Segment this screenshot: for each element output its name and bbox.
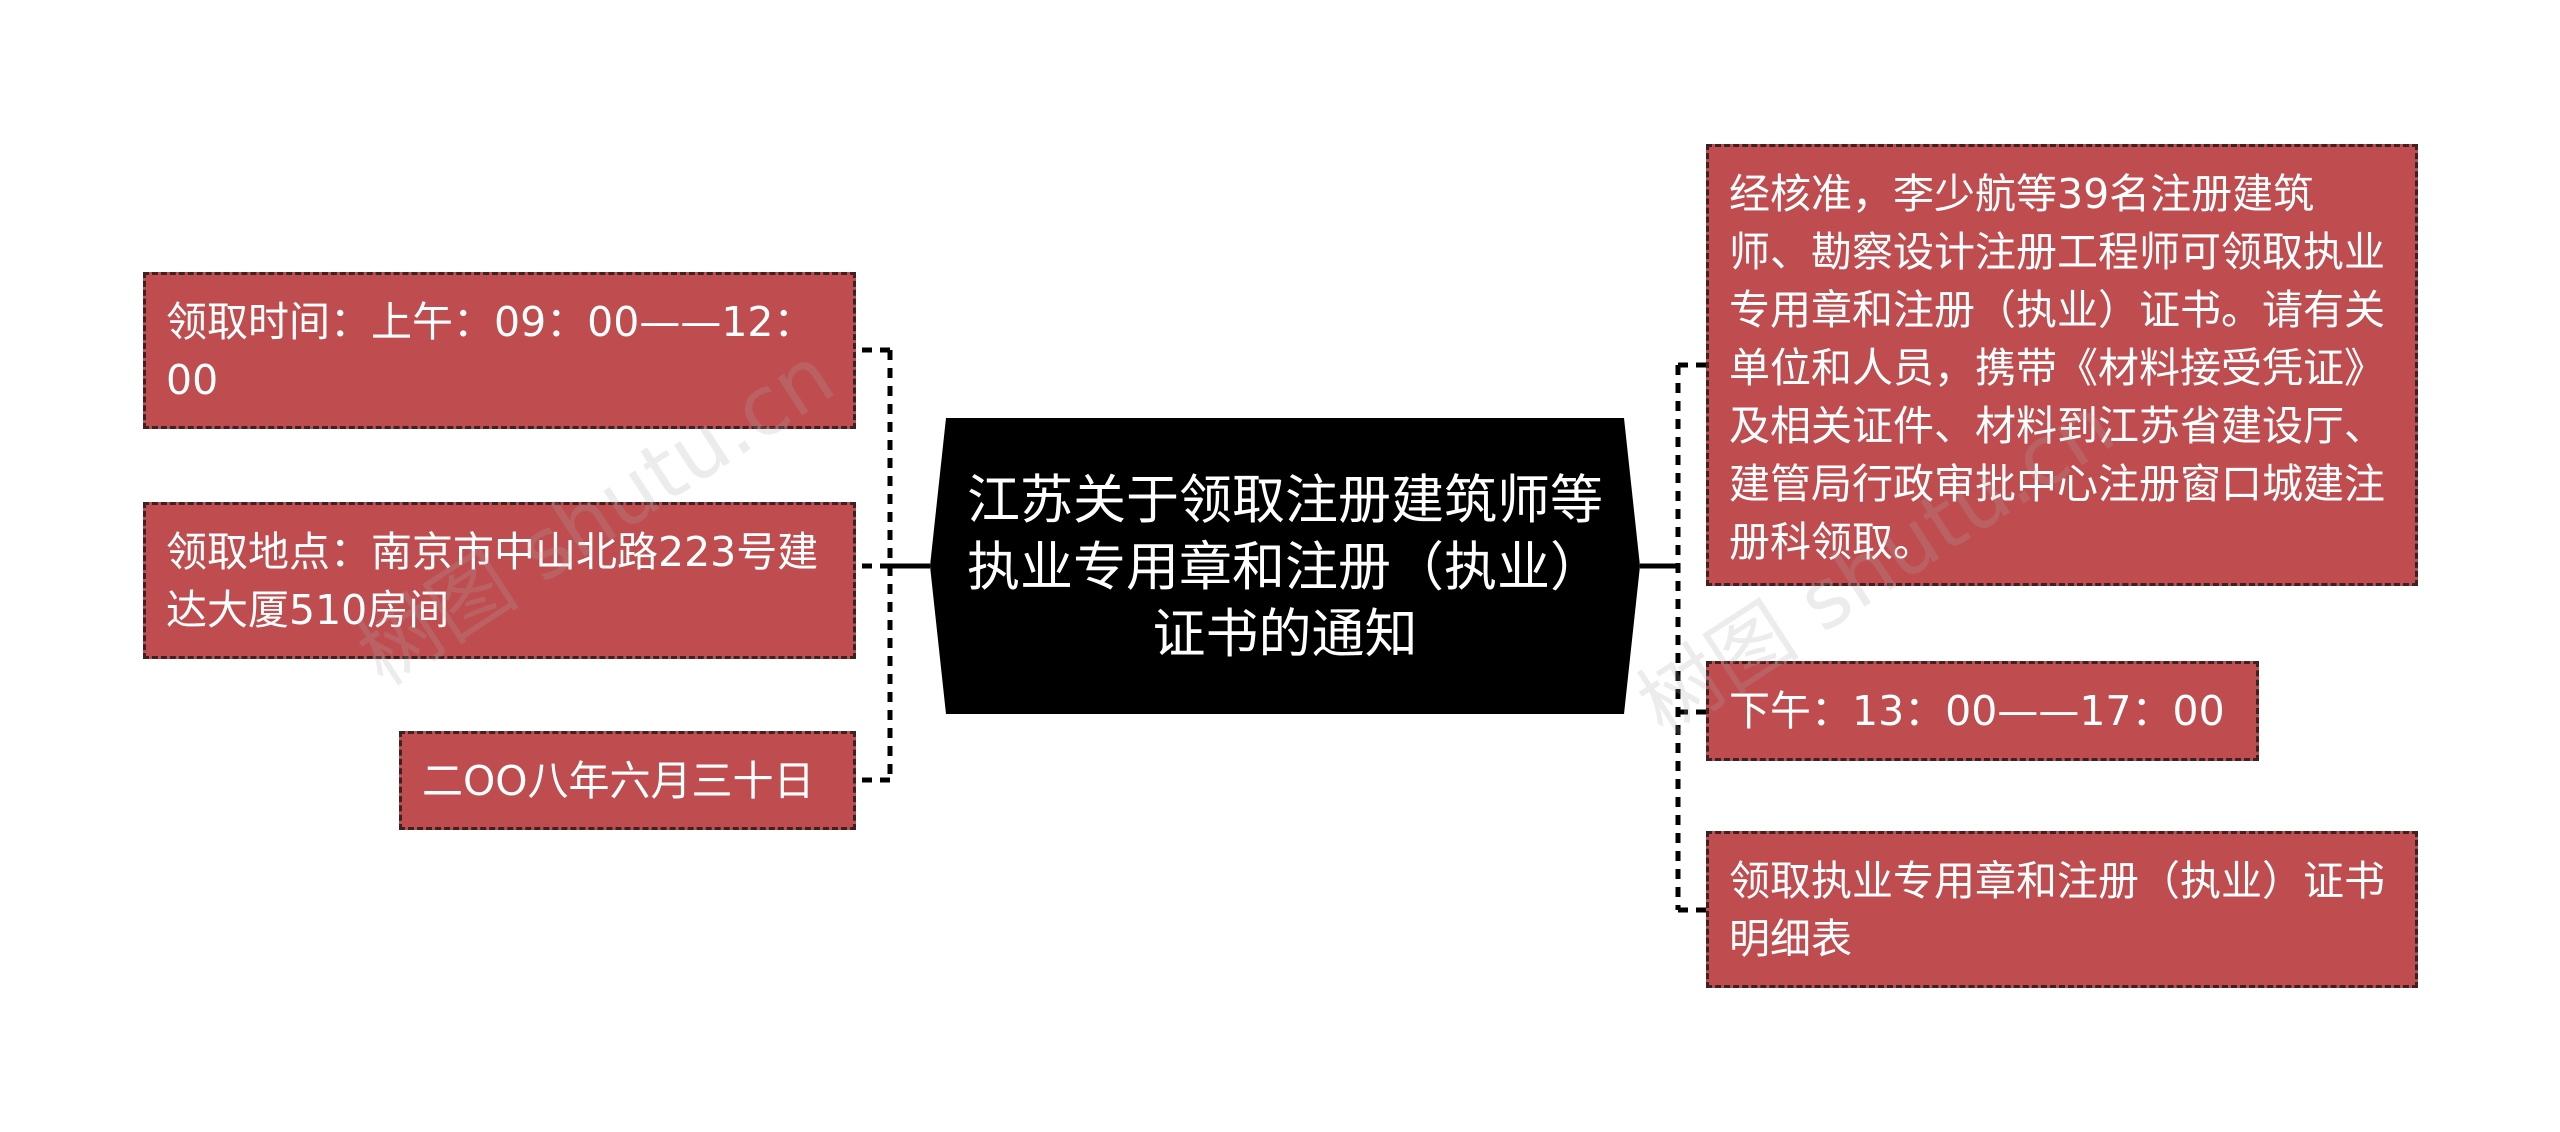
right-node-afternoon[interactable]: 下午：13：00——17：00 (1706, 661, 2259, 761)
right-node-afternoon-text: 下午：13：00——17：00 (1729, 687, 2225, 735)
right-node-detail-list[interactable]: 领取执业专用章和注册（执业）证书明细表 (1706, 831, 2418, 988)
right-node-notice[interactable]: 经核准，李少航等39名注册建筑师、勘察设计注册工程师可领取执业专用章和注册（执业… (1706, 144, 2418, 586)
right-node-notice-text: 经核准，李少航等39名注册建筑师、勘察设计注册工程师可领取执业专用章和注册（执业… (1729, 170, 2385, 566)
left-node-time-text: 领取时间：上午：09：00——12：00 (166, 298, 815, 404)
left-node-date-text: 二OO八年六月三十日 (422, 757, 815, 805)
left-node-date[interactable]: 二OO八年六月三十日 (399, 731, 856, 830)
left-node-time[interactable]: 领取时间：上午：09：00——12：00 (143, 272, 856, 429)
left-node-location-text: 领取地点：南京市中山北路223号建达大厦510房间 (166, 528, 819, 634)
left-node-location[interactable]: 领取地点：南京市中山北路223号建达大厦510房间 (143, 502, 856, 659)
root-node-shape[interactable] (930, 418, 1640, 714)
root-node-text: 江苏关于领取注册建筑师等执业专用章和注册（执业）证书的通知 (967, 469, 1603, 665)
right-node-detail-list-text: 领取执业专用章和注册（执业）证书明细表 (1729, 857, 2385, 963)
